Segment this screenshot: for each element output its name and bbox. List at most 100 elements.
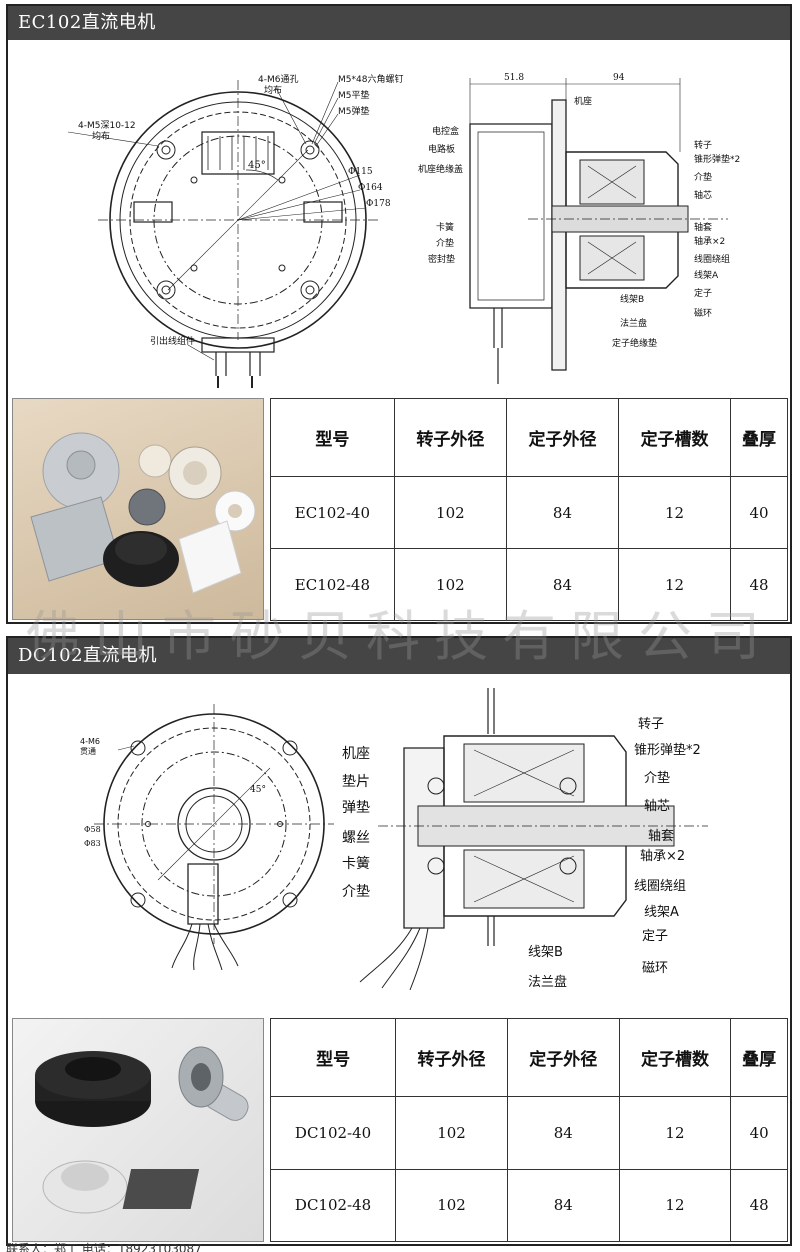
cell-stack: 40	[730, 476, 788, 549]
side-label-left: 电路板	[428, 143, 455, 155]
side-label-right: 线架B	[620, 293, 644, 305]
front-label-washer-flat: M5平垫	[338, 89, 370, 101]
front-label-angle: 45°	[248, 160, 266, 171]
front-label-holes-through: 4-M6通孔	[258, 74, 298, 85]
cell-stator-od: 84	[506, 1168, 620, 1243]
dc102-side-view	[359, 688, 708, 991]
front-label-d164: Φ164	[358, 183, 383, 193]
side-label-right: 轴承×2	[694, 235, 725, 247]
dc-side-label-bottom: 线架B	[528, 945, 563, 960]
parts-illustration	[35, 1046, 249, 1214]
cell-rotor-od: 102	[395, 1168, 508, 1243]
header-slots: 定子槽数	[618, 398, 732, 477]
dc-side-label-bottom: 法兰盘	[528, 974, 567, 990]
cell-model: DC102-48	[269, 1168, 397, 1243]
cell-stack: 48	[730, 1168, 788, 1243]
side-dim-right: 94	[613, 73, 625, 83]
side-label-right: 介垫	[694, 171, 712, 183]
dc-side-label-left: 机座	[342, 746, 370, 762]
front-label-holes-through-sub: 均布	[264, 84, 282, 96]
parts-illustration	[30, 432, 256, 594]
dc-side-label-right: 线架A	[644, 905, 679, 920]
side-label-right: 线架A	[694, 269, 719, 281]
side-label-right: 转子	[694, 139, 712, 151]
side-label-left: 机座绝缘盖	[418, 163, 463, 175]
dc102-side-labels-left: 机座 垫片 弹垫 螺丝 卡簧 介垫	[342, 746, 370, 900]
cell-model: EC102-40	[270, 476, 395, 549]
table-row: EC102-48 102 84 12 48	[270, 548, 788, 621]
ec102-side-labels-left: 电控盒 电路板 机座绝缘盖 卡簧 介垫 密封垫	[418, 125, 463, 265]
dc102-side-labels-bottom: 线架B 法兰盘	[528, 945, 567, 990]
side-label-left: 电控盒	[432, 125, 459, 137]
dc102-section: DC102直流电机 4-M6 贯通 Φ58 Φ83 45°	[6, 636, 792, 1246]
dc-side-label-left: 螺丝	[342, 830, 370, 846]
dc-side-label-right: 介垫	[644, 770, 670, 786]
front-label-holes-deep: 4-M5深10-12	[78, 120, 136, 131]
cell-model: EC102-48	[270, 548, 395, 621]
dc-side-label-right: 轴承×2	[640, 849, 685, 864]
section-title: DC102直流电机	[8, 638, 790, 674]
cell-stator-od: 84	[505, 548, 620, 621]
cell-stack: 48	[730, 548, 788, 621]
table-row: DC102-40 102 84 12 40	[269, 1096, 788, 1170]
dc-front-label-holes: 4-M6	[80, 737, 100, 746]
side-label-right: 法兰盘	[620, 317, 647, 329]
side-label-left: 密封垫	[428, 253, 455, 265]
dc-side-label-right: 磁环	[642, 961, 668, 976]
header-rotor-od: 转子外径	[395, 1017, 508, 1098]
header-stack: 叠厚	[730, 1017, 788, 1098]
dc102-parts-photo	[12, 1018, 264, 1242]
ec102-front-view	[67, 80, 378, 388]
side-label-right: 锥形弹垫*2	[694, 153, 740, 165]
front-label-washer-spring: M5弹垫	[338, 105, 370, 117]
header-stator-od: 定子外径	[505, 398, 620, 477]
table-header-row: 型号 转子外径 定子外径 定子槽数 叠厚	[270, 398, 788, 477]
dc102-front-view	[94, 704, 334, 971]
front-label-d178: Φ178	[366, 199, 391, 209]
side-label-right: 轴芯	[694, 189, 712, 201]
cell-rotor-od: 102	[393, 548, 507, 621]
side-label-right: 定子绝缘垫	[612, 337, 657, 349]
dc102-spec-table: 型号 转子外径 定子外径 定子槽数 叠厚 DC102-40 102 84 12 …	[269, 1017, 788, 1243]
side-label-right: 轴套	[694, 221, 712, 233]
dc-side-label-left: 介垫	[342, 884, 370, 900]
section-title: EC102直流电机	[8, 6, 790, 40]
ec102-technical-drawing: 4-M6通孔 均布 4-M5深10-12 均布 M5*48六角螺钉 M5平垫 M…	[67, 73, 740, 388]
dc-front-label-angle: 45°	[250, 785, 266, 795]
table-header-row: 型号 转子外径 定子外径 定子槽数 叠厚	[269, 1017, 788, 1098]
front-label-screw: M5*48六角螺钉	[338, 73, 403, 85]
table-row: DC102-48 102 84 12 48	[269, 1168, 788, 1243]
side-label-right: 机座	[574, 95, 592, 107]
contact-footer: 联系人：郑工 电话：18923103087	[6, 1242, 202, 1252]
cell-slots: 12	[618, 1096, 732, 1170]
dc-side-label-right: 线圈绕组	[634, 879, 686, 894]
side-label-right: 磁环	[694, 307, 712, 319]
cell-slots: 12	[618, 548, 732, 621]
header-rotor-od: 转子外径	[393, 398, 507, 477]
header-model: 型号	[269, 1017, 397, 1098]
cell-stator-od: 84	[505, 476, 620, 549]
ec102-parts-photo	[12, 398, 264, 620]
header-model: 型号	[270, 398, 395, 477]
cell-stator-od: 84	[506, 1096, 620, 1170]
cell-slots: 12	[618, 476, 732, 549]
ec102-side-labels-right: 机座 转子 锥形弹垫*2 介垫 轴芯 轴套 轴承×2 线圈绕组 线架A 定子 线…	[574, 95, 740, 349]
side-label-left: 卡簧	[436, 221, 454, 233]
ec102-side-view	[469, 78, 728, 384]
cell-stack: 40	[730, 1096, 788, 1170]
cell-rotor-od: 102	[393, 476, 507, 549]
dc-front-label-holes-sub: 贯通	[80, 746, 96, 756]
side-label-right: 定子	[694, 287, 712, 299]
ec102-spec-table: 型号 转子外径 定子外径 定子槽数 叠厚 EC102-40 102 84 12 …	[270, 398, 788, 621]
dc-side-label-right: 锥形弹垫*2	[634, 742, 701, 758]
dc-side-label-right: 轴套	[648, 828, 674, 844]
header-stack: 叠厚	[730, 398, 788, 477]
dc-side-label-left: 弹垫	[342, 800, 370, 816]
ec102-section: EC102直流电机	[6, 4, 792, 624]
dc-side-label-left: 卡簧	[342, 856, 370, 872]
header-stator-od: 定子外径	[506, 1017, 620, 1098]
table-row: EC102-40 102 84 12 40	[270, 476, 788, 549]
dc-side-label-left: 垫片	[342, 774, 370, 790]
side-label-left: 介垫	[436, 237, 454, 249]
cell-slots: 12	[618, 1168, 732, 1243]
